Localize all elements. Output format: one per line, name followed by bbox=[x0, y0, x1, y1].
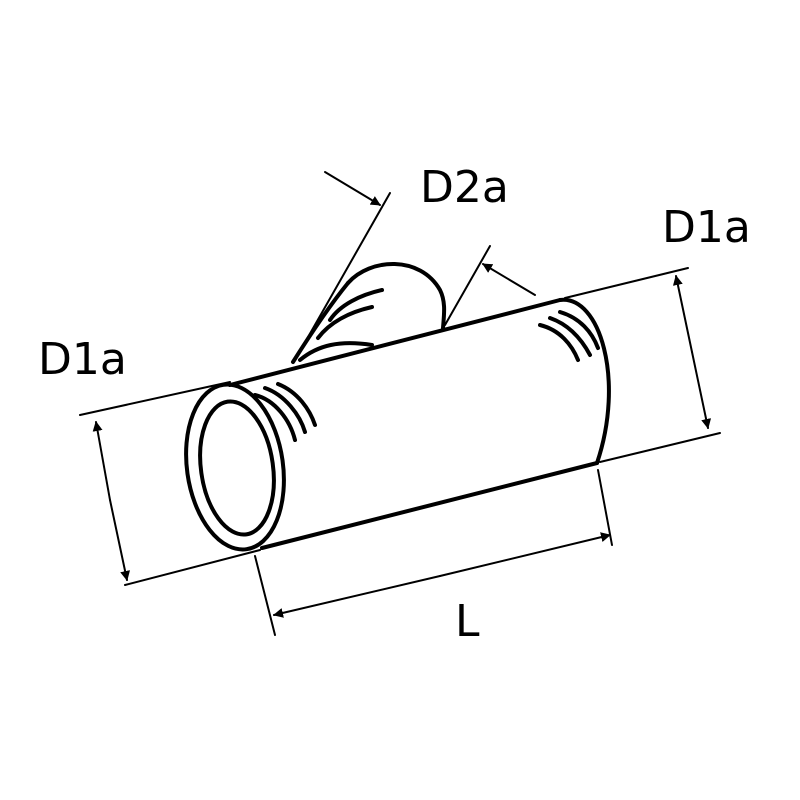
length-label: L bbox=[455, 596, 480, 647]
d2a-label: D2a bbox=[420, 162, 509, 213]
main-pipe bbox=[184, 297, 611, 552]
dimension-lines bbox=[79, 171, 721, 636]
d1a-right-label: D1a bbox=[662, 202, 751, 253]
d1a-left-label: D1a bbox=[38, 334, 127, 385]
